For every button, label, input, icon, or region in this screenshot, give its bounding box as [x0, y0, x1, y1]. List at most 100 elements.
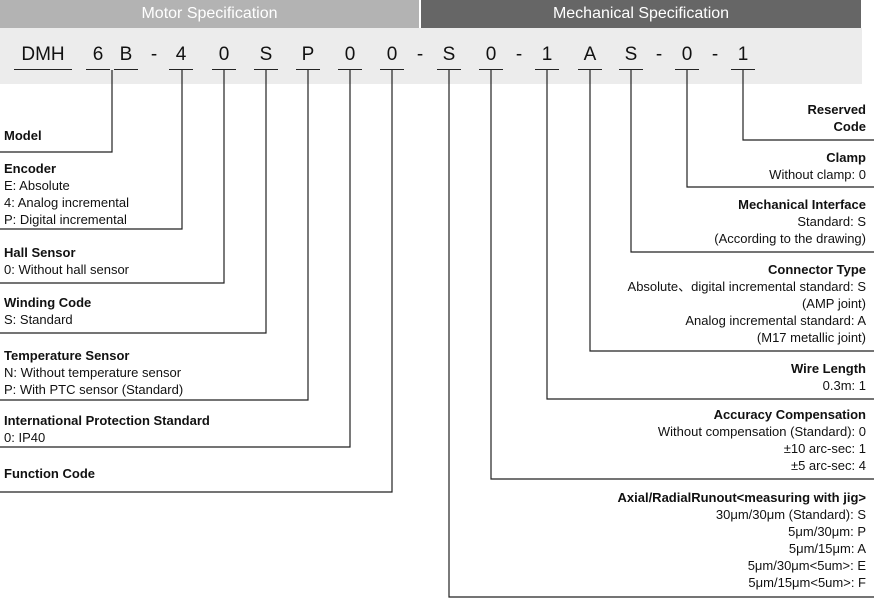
label-title: Axial/RadialRunout<measuring with jig> — [617, 490, 867, 505]
code-underline — [380, 69, 404, 70]
label-title: Mechanical Interface — [738, 197, 866, 212]
label-line: 5μm/15μm<5um>: F — [748, 575, 866, 590]
label-runout: Axial/RadialRunout<measuring with jig> 3… — [618, 489, 867, 591]
code-underline — [14, 69, 72, 70]
code-underline — [212, 69, 236, 70]
label-title: Clamp — [826, 150, 866, 165]
label-line: P: Digital incremental — [4, 212, 127, 227]
label-line: P: With PTC sensor (Standard) — [4, 382, 184, 397]
code-underline — [169, 69, 193, 70]
label-line: Without clamp: 0 — [769, 167, 866, 182]
model-code-bar — [0, 28, 862, 84]
label-line: S: Standard — [4, 312, 73, 327]
label-line: 0: IP40 — [4, 430, 46, 445]
code-char: 6 — [92, 44, 104, 65]
connector-encoder — [0, 70, 183, 230]
code-char: 0 — [344, 44, 356, 65]
connector-wire — [546, 70, 874, 400]
label-title: Reserved — [807, 102, 866, 117]
code-char: 4 — [175, 44, 187, 65]
code-char: 1 — [737, 44, 749, 65]
label-title: Accuracy Compensation — [713, 407, 866, 422]
code-series: DMH — [21, 44, 65, 65]
code-dash: - — [150, 44, 158, 65]
connector-interface — [630, 70, 874, 253]
code-dash: - — [416, 44, 424, 65]
connector-winding — [0, 70, 267, 334]
code-dash: - — [711, 44, 719, 65]
label-title: Model — [4, 128, 42, 143]
code-underline — [114, 69, 138, 70]
label-line: Absolute、digital incremental standard: S — [627, 279, 866, 294]
label-line: 5μm/30μm: P — [788, 524, 866, 539]
code-char: 1 — [541, 44, 553, 65]
label-line: Standard: S — [797, 214, 866, 229]
label-title: Function Code — [4, 466, 95, 481]
code-char: 0 — [218, 44, 230, 65]
label-ip-standard: International Protection Standard 0: IP4… — [4, 412, 210, 446]
code-dash: - — [655, 44, 663, 65]
label-line: ±10 arc-sec: 1 — [783, 441, 866, 456]
label-winding-code: Winding Code S: Standard — [4, 294, 91, 328]
connector-function — [0, 70, 393, 493]
code-char: S — [259, 44, 273, 65]
label-line: (AMP joint) — [801, 296, 866, 311]
code-char: 0 — [485, 44, 497, 65]
code-char: P — [301, 44, 315, 65]
label-mechanical-interface: Mechanical Interface Standard: S (Accord… — [714, 196, 866, 247]
code-underline — [338, 69, 362, 70]
label-line: Analog incremental standard: A — [685, 313, 866, 328]
label-title: Encoder — [4, 161, 57, 176]
connector-reserved — [742, 70, 874, 141]
motor-spec-header: Motor Specification — [0, 0, 419, 28]
code-underline — [578, 69, 602, 70]
code-underline — [437, 69, 461, 70]
label-line: Without compensation (Standard): 0 — [657, 424, 866, 439]
code-underline — [479, 69, 503, 70]
code-char: S — [624, 44, 638, 65]
code-underline — [535, 69, 559, 70]
code-underline — [254, 69, 278, 70]
label-line: 5μm/15μm: A — [788, 541, 866, 556]
code-underline — [619, 69, 643, 70]
label-function-code: Function Code — [4, 465, 95, 482]
label-model: Model — [4, 127, 42, 144]
label-clamp: Clamp Without clamp: 0 — [769, 149, 866, 183]
connector-ip — [0, 70, 351, 448]
connector-temp — [0, 70, 309, 401]
label-line: (According to the drawing) — [714, 231, 866, 246]
code-underline — [731, 69, 755, 70]
label-title: Code — [833, 119, 867, 134]
label-title: Connector Type — [768, 262, 866, 277]
code-char: B — [119, 44, 133, 65]
label-line: 5μm/30μm<5um>: E — [747, 558, 866, 573]
label-title: Hall Sensor — [4, 245, 76, 260]
label-line: 0.3m: 1 — [822, 378, 866, 393]
code-underline — [296, 69, 320, 70]
label-line: 0: Without hall sensor — [4, 262, 130, 277]
label-line: E: Absolute — [4, 178, 70, 193]
label-title: Winding Code — [4, 295, 92, 310]
connector-clamp — [686, 70, 874, 188]
label-line: 30μm/30μm (Standard): S — [715, 507, 866, 522]
code-char: 0 — [681, 44, 693, 65]
label-line: 4: Analog incremental — [4, 195, 130, 210]
label-encoder: Encoder E: Absolute 4: Analog incrementa… — [4, 160, 129, 228]
mechanical-spec-header: Mechanical Specification — [421, 0, 861, 28]
label-wire-length: Wire Length 0.3m: 1 — [791, 360, 866, 394]
label-line: (M17 metallic joint) — [756, 330, 866, 345]
connector-hall — [0, 70, 225, 284]
label-line: N: Without temperature sensor — [4, 365, 182, 380]
label-connector-type: Connector Type Absolute、digital incremen… — [628, 261, 866, 346]
label-line: ±5 arc-sec: 4 — [790, 458, 866, 473]
label-title: Wire Length — [791, 361, 866, 376]
connector-runout — [448, 70, 874, 598]
code-char: S — [442, 44, 456, 65]
connector-model — [0, 70, 113, 153]
label-title: Temperature Sensor — [4, 348, 130, 363]
label-title: International Protection Standard — [4, 413, 210, 428]
label-reserved-code: Reserved Code — [807, 101, 866, 135]
code-dash: - — [515, 44, 523, 65]
connector-accuracy — [490, 70, 874, 480]
